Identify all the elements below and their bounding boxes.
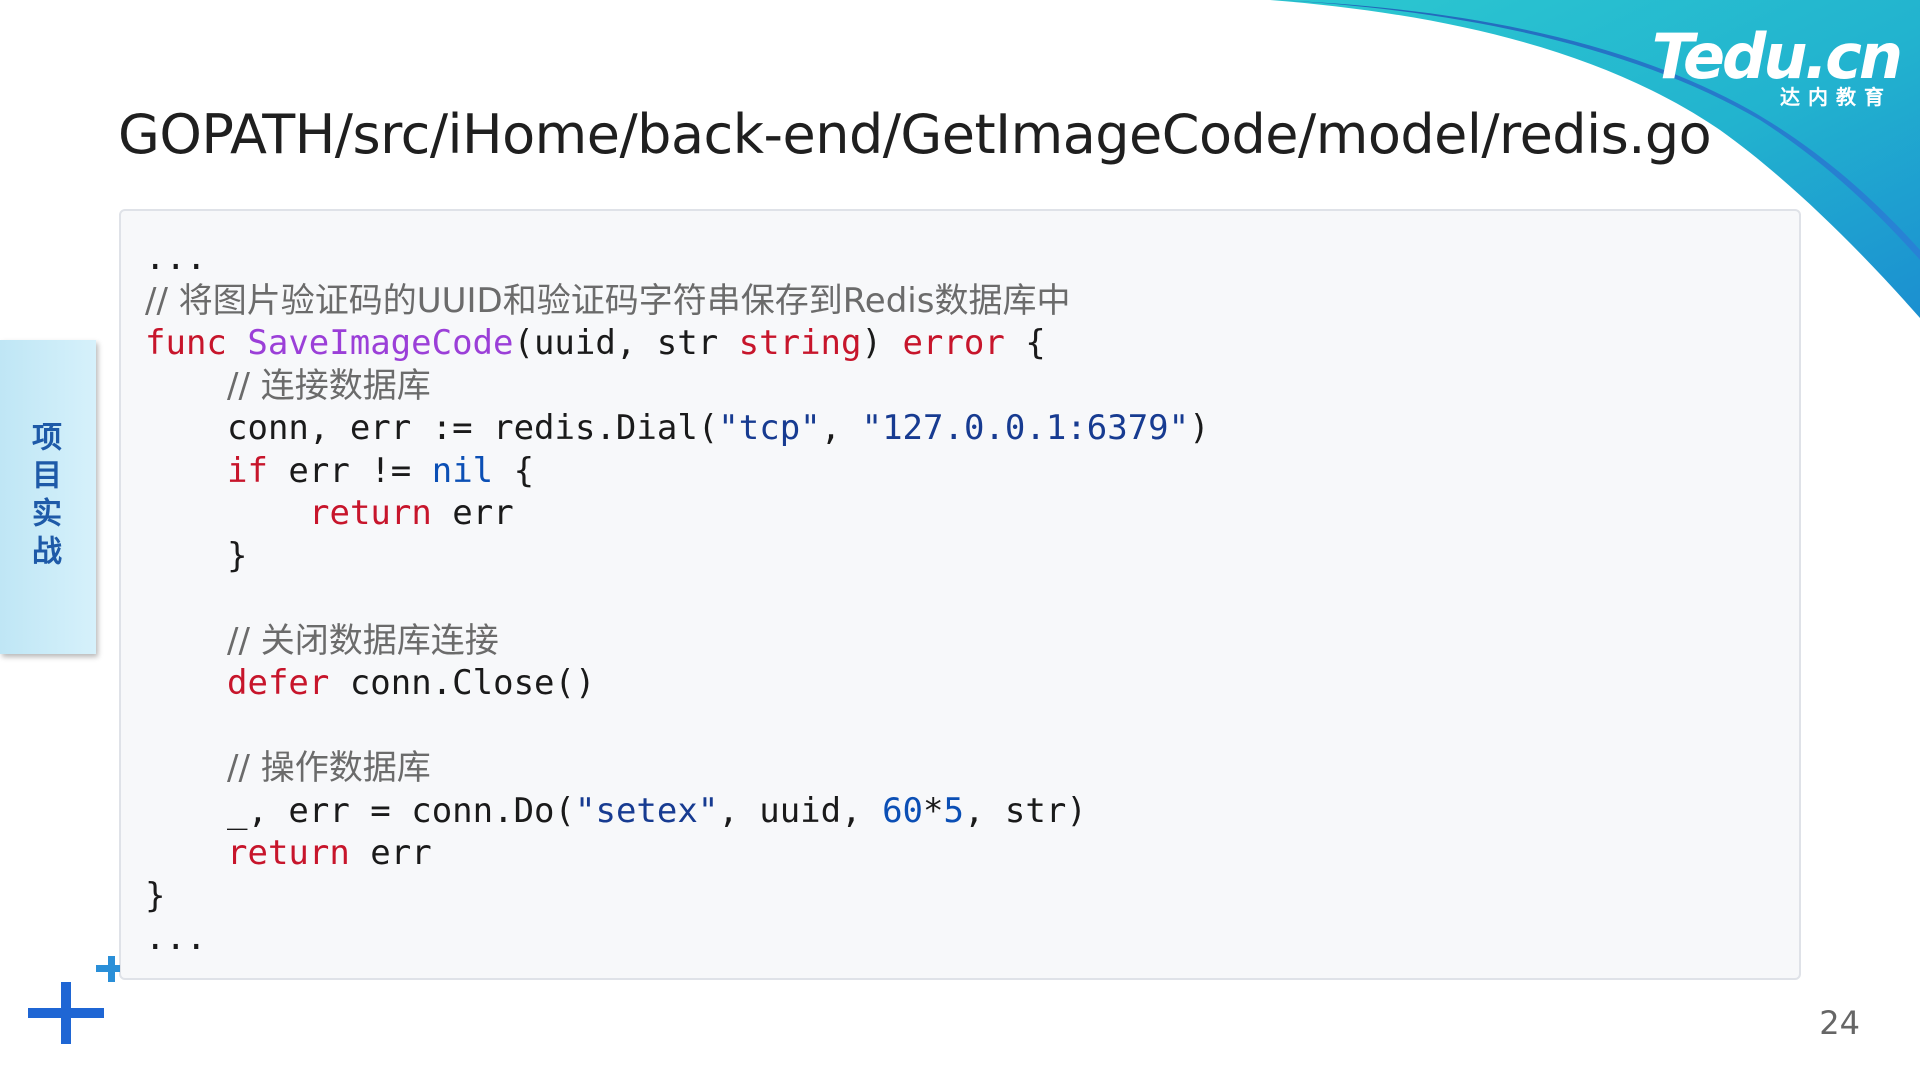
code-token-plain: , str) (963, 790, 1087, 831)
code-token-plain: err (431, 493, 514, 533)
code-token-number: 5 (943, 790, 964, 831)
code-token-plain: , (820, 408, 862, 448)
code-token-plain: { (493, 450, 535, 491)
code-line (145, 577, 1799, 620)
code-line: _, err = conn.Do("setex", uuid, 60*5, st… (145, 790, 1799, 833)
code-token-plain (227, 323, 247, 363)
page-title: GOPATH/src/iHome/back-end/GetImageCode/m… (118, 103, 1712, 166)
code-token-keyword: if (227, 450, 268, 491)
code-token-func: SaveImageCode (247, 323, 514, 363)
code-line: // 操作数据库 (145, 747, 1799, 790)
code-token-keyword: return (227, 833, 350, 873)
code-token-nil: nil (431, 450, 494, 491)
page-number: 24 (1819, 1004, 1860, 1042)
code-token-keyword: defer (227, 663, 330, 703)
logo-wordmark: Tedu.cn (1651, 20, 1903, 93)
code-line: } (145, 875, 1799, 918)
logo-tagline: 达内教育 (1780, 85, 1892, 109)
plus-icon (28, 982, 104, 1044)
code-token-string: "tcp" (718, 408, 821, 448)
code-token-plain: err (349, 833, 432, 873)
code-line: ... (145, 917, 1799, 960)
code-line: // 连接数据库 (145, 365, 1799, 408)
code-token-plain: * (923, 790, 944, 831)
code-token-plain: { (1004, 323, 1046, 363)
code-token-comment: // 将图片验证码的UUID和验证码字符串保存到Redis数据库中 (145, 280, 1071, 321)
section-side-tab: 项目实战 (0, 340, 96, 654)
code-line: return err (145, 492, 1799, 535)
code-line: ... (145, 237, 1799, 280)
code-token-plain: (uuid, str (513, 323, 739, 363)
code-token-comment: // 操作数据库 (227, 748, 431, 788)
code-token-keyword: func (145, 323, 227, 363)
code-token-string: "127.0.0.1:6379" (861, 408, 1190, 448)
code-token-plain: _, err = conn.Do( (227, 790, 575, 831)
code-token-string: "setex" (575, 790, 719, 831)
plus-icon-small (96, 956, 120, 982)
code-token-plain: conn.Close() (329, 663, 596, 703)
code-token-plain: } (227, 535, 248, 576)
code-token-keyword: return (309, 493, 432, 533)
side-tab-label: 项目实战 (26, 421, 61, 573)
code-line: // 将图片验证码的UUID和验证码字符串保存到Redis数据库中 (145, 280, 1799, 323)
code-token-comment: // 连接数据库 (227, 365, 431, 406)
code-token-plain: ) (1189, 408, 1210, 448)
code-line: if err != nil { (145, 450, 1799, 493)
code-token-comment: // 关闭数据库连接 (227, 620, 499, 661)
code-line: func SaveImageCode(uuid, str string) err… (145, 322, 1799, 365)
tedu-logo: Tedu.cn 达内教育 (1640, 20, 1903, 112)
code-token-plain: , uuid, (718, 790, 883, 831)
code-line: // 关闭数据库连接 (145, 620, 1799, 663)
code-token-plain: } (145, 875, 166, 916)
code-line: return err (145, 832, 1799, 875)
code-token-keyword: string (738, 323, 862, 363)
code-line: conn, err := redis.Dial("tcp", "127.0.0.… (145, 407, 1799, 450)
code-line (145, 705, 1799, 748)
code-token-keyword: error (902, 323, 1005, 363)
code-line: } (145, 535, 1799, 578)
code-token-plain: ... (145, 918, 207, 958)
code-token-plain: conn, err := redis.Dial( (227, 408, 719, 448)
code-token-plain: ) (861, 323, 903, 363)
code-token-plain: err != (267, 450, 432, 491)
code-token-plain: ... (145, 238, 207, 278)
code-line: defer conn.Close() (145, 662, 1799, 705)
code-token-number: 60 (882, 790, 924, 831)
